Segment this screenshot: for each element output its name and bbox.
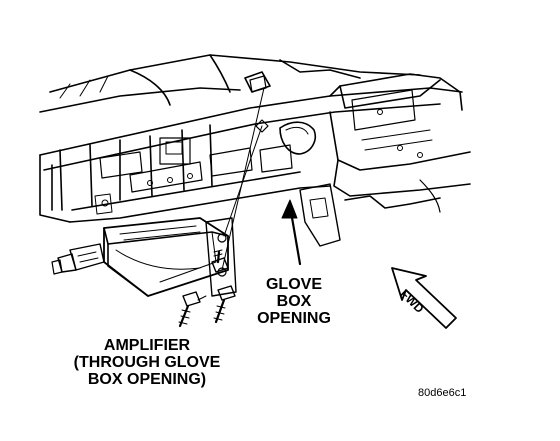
glove-box-opening-label: GLOVE BOX OPENING	[254, 276, 334, 327]
instrument-panel-beam	[39, 87, 463, 223]
glove-box-structure	[299, 73, 471, 247]
upper-trim	[39, 54, 421, 113]
fwd-arrow-icon	[391, 267, 457, 329]
glove-box-label-line-2: BOX	[276, 293, 312, 310]
amplifier-module	[51, 217, 229, 297]
mounting-screws	[178, 249, 236, 328]
glove-box-label-line-3: OPENING	[257, 310, 331, 327]
glove-box-label-line-1: GLOVE	[265, 276, 322, 293]
installation-alignment-lines	[197, 87, 265, 301]
figure-code: 80d6e6c1	[418, 387, 467, 399]
glove-box-pointer-arrow	[281, 199, 302, 266]
amplifier-label-line-2: (THROUGH GLOVE	[73, 354, 221, 371]
amplifier-label-line-1: AMPLIFIER	[103, 337, 191, 354]
amplifier-label: AMPLIFIER (THROUGH GLOVE BOX OPENING)	[62, 337, 232, 388]
amplifier-label-line-3: BOX OPENING)	[87, 371, 207, 388]
